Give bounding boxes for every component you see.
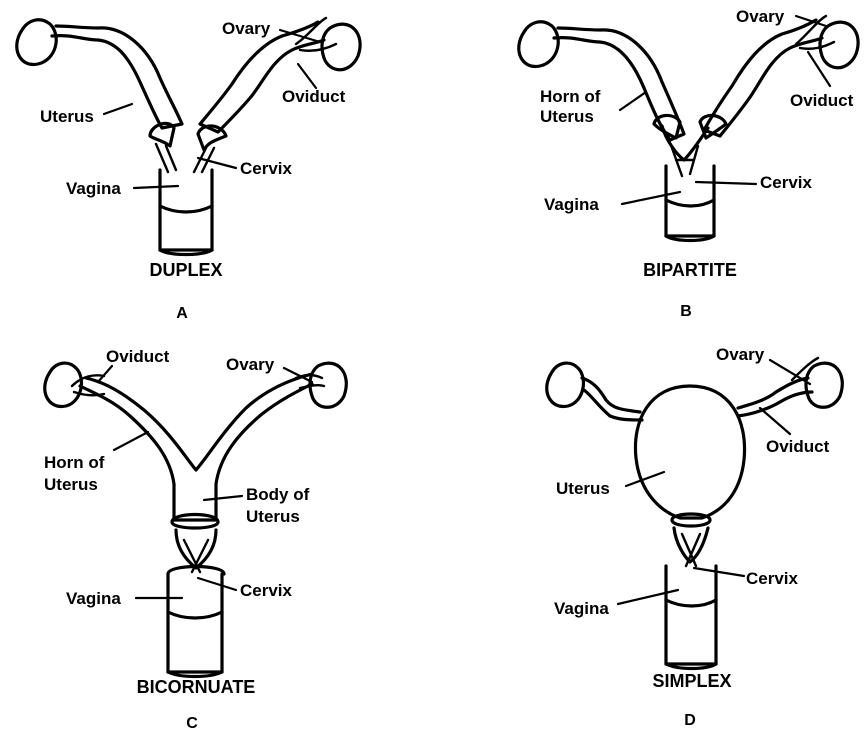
label-ovary-d: Ovary — [716, 345, 765, 364]
panel-duplex: Ovary Oviduct Uterus Cervix Vagina DUPLE… — [17, 18, 360, 322]
label-vagina-d: Vagina — [554, 599, 609, 618]
label-horn-of-uterus-b-line1: Horn of — [540, 87, 601, 106]
letter-d: D — [684, 712, 696, 729]
label-oviduct-d: Oviduct — [766, 437, 830, 456]
label-oviduct-c: Oviduct — [106, 347, 170, 366]
cervix-upper-ring — [672, 514, 710, 526]
label-vagina-c: Vagina — [66, 589, 121, 608]
left-oviduct — [582, 378, 642, 420]
label-vagina-b: Vagina — [544, 195, 599, 214]
vagina-body — [666, 566, 716, 664]
leader-cervix-d — [694, 568, 744, 576]
label-cervix-a: Cervix — [240, 159, 293, 178]
leader-uterus-a — [104, 104, 132, 114]
leader-oviduct-a — [298, 64, 316, 88]
leader-oviduct-b — [808, 52, 830, 86]
cervix-lower-ring — [168, 567, 224, 575]
label-uterus-a: Uterus — [40, 107, 94, 126]
left-ovary — [547, 363, 584, 406]
left-ovary — [17, 20, 56, 65]
leader-oviduct-c — [98, 366, 112, 382]
leader-horn-b — [620, 92, 646, 110]
leader-cervix-c — [198, 578, 236, 590]
title-bipartite: BIPARTITE — [643, 260, 737, 280]
label-uterus-d: Uterus — [556, 479, 610, 498]
label-ovary-a: Ovary — [222, 19, 271, 38]
leader-cervix-b — [696, 182, 756, 184]
leader-ovary-d — [770, 360, 810, 384]
panel-bicornuate: Oviduct Ovary Horn of Uterus Body of Ute… — [44, 347, 346, 732]
vagina-fold — [666, 200, 714, 206]
label-horn-of-uterus-c-line2: Uterus — [44, 475, 98, 494]
panel-simplex: Ovary Oviduct Uterus Cervix Vagina SIMPL… — [547, 345, 843, 729]
leader-horn-c — [114, 432, 148, 450]
vagina-body — [168, 574, 222, 672]
title-bicornuate: BICORNUATE — [137, 677, 256, 697]
label-ovary-c: Ovary — [226, 355, 275, 374]
label-horn-of-uterus-b-line2: Uterus — [540, 107, 594, 126]
right-oviduct — [738, 378, 812, 416]
leader-oviduct-d — [760, 408, 790, 434]
label-cervix-d: Cervix — [746, 569, 799, 588]
label-oviduct-a: Oviduct — [282, 87, 346, 106]
panel-bipartite: Ovary Oviduct Horn of Uterus Cervix Vagi… — [519, 7, 858, 320]
simplex-uterus — [635, 386, 744, 518]
label-body-of-uterus-c-line2: Uterus — [246, 507, 300, 526]
left-ovary — [45, 363, 82, 406]
uterus-lower-fusion — [662, 126, 708, 160]
label-horn-of-uterus-c-line1: Horn of — [44, 453, 105, 472]
bicornuate-uterus-inner — [86, 374, 312, 470]
letter-c: C — [186, 715, 198, 732]
vagina-fold — [168, 612, 222, 618]
title-simplex: SIMPLEX — [652, 671, 731, 691]
letter-b: B — [680, 303, 692, 320]
label-oviduct-b: Oviduct — [790, 91, 854, 110]
vagina-fold — [160, 206, 212, 212]
label-vagina-a: Vagina — [66, 179, 121, 198]
leader-vagina-a — [134, 186, 178, 188]
label-ovary-b: Ovary — [736, 7, 785, 26]
left-horn-ring — [654, 115, 680, 138]
leader-body-c — [204, 496, 242, 500]
vagina-body — [666, 166, 714, 236]
left-cervical-canal — [156, 144, 176, 172]
leader-uterus-d — [626, 472, 664, 486]
label-body-of-uterus-c-line1: Body of — [246, 485, 310, 504]
left-ovary — [519, 22, 558, 67]
letter-a: A — [176, 305, 188, 322]
label-cervix-c: Cervix — [240, 581, 293, 600]
title-duplex: DUPLEX — [149, 260, 222, 280]
label-cervix-b: Cervix — [760, 173, 813, 192]
right-ovary — [806, 363, 842, 407]
vagina-fold — [666, 600, 716, 606]
